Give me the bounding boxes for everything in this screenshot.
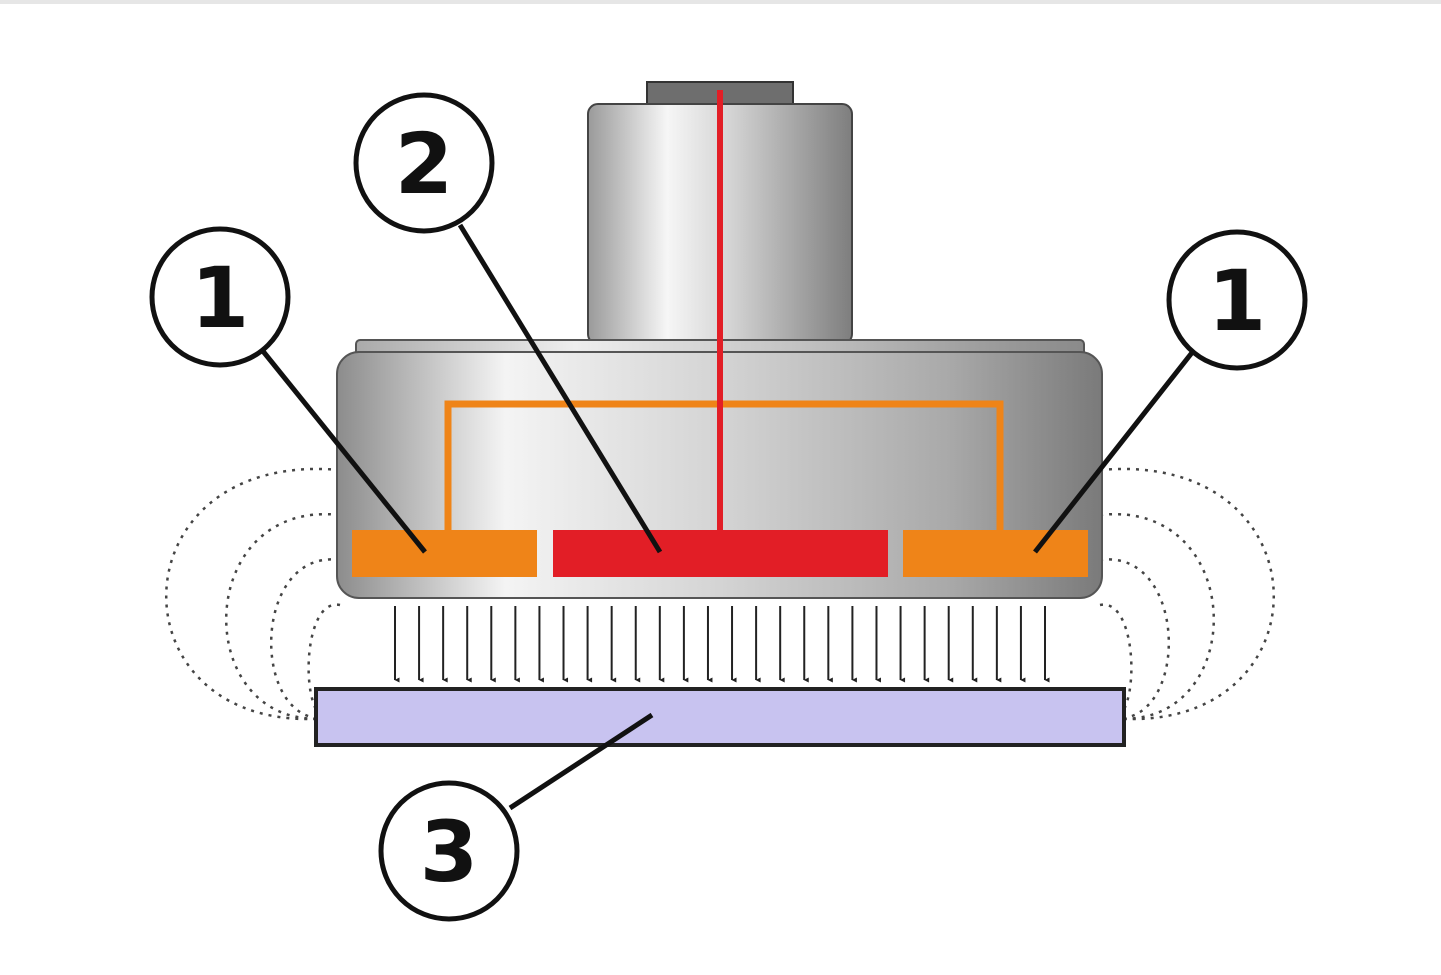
guard-electrode-right xyxy=(903,530,1088,577)
callout-guard-left-label: 1 xyxy=(191,249,249,347)
leader-guard-right xyxy=(1033,343,1200,554)
callout-guard-left: 1 xyxy=(149,226,291,368)
field-line xyxy=(225,512,341,721)
guard-electrode-left xyxy=(352,530,537,577)
measurement-field-arrows xyxy=(394,606,1050,683)
callout-target: 3 xyxy=(378,780,520,922)
leader-sensor xyxy=(457,223,663,554)
top-border xyxy=(0,0,1441,4)
field-line xyxy=(269,558,341,720)
field-line xyxy=(1099,558,1171,720)
leader-guard-left xyxy=(256,343,427,554)
callout-target-label: 3 xyxy=(420,803,478,901)
leader-target xyxy=(508,712,654,811)
callout-guard-right-label: 1 xyxy=(1208,252,1266,350)
callout-leaders xyxy=(256,223,1200,811)
field-line xyxy=(1099,512,1215,721)
callout-sensor-label: 2 xyxy=(395,115,453,213)
target-plate xyxy=(314,687,1126,747)
callout-sensor: 2 xyxy=(353,92,495,234)
sensor-electrode xyxy=(553,530,888,577)
callout-guard-right: 1 xyxy=(1166,229,1308,371)
field-line xyxy=(165,467,341,721)
guard-connection-wire xyxy=(444,400,1004,530)
field-line xyxy=(1099,467,1275,721)
